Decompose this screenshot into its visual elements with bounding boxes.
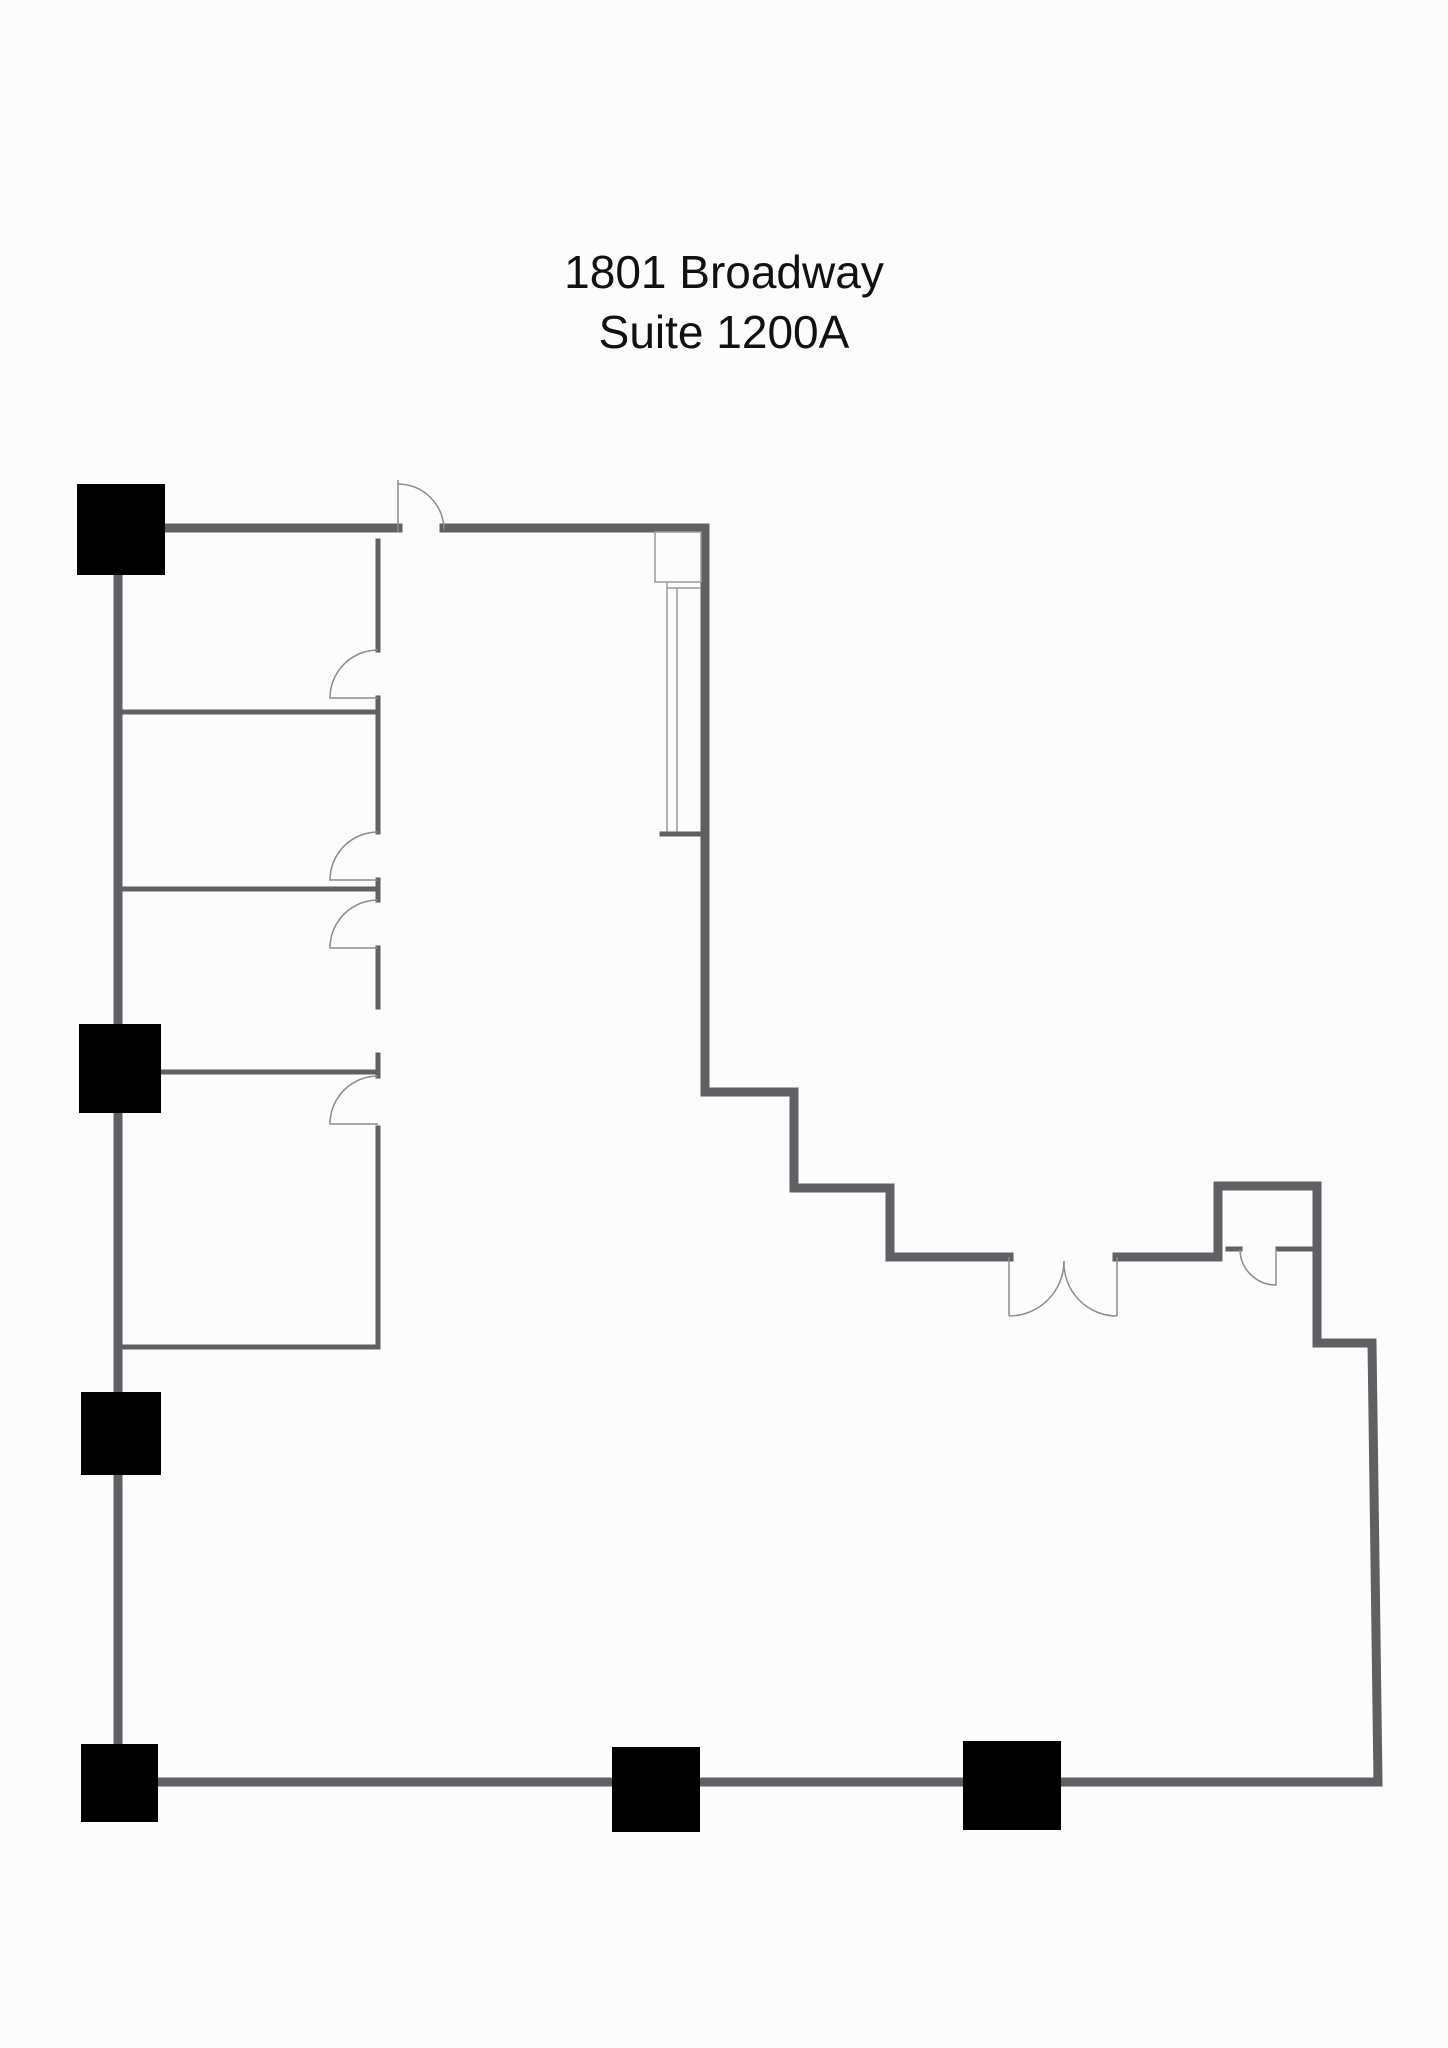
column [963,1741,1061,1830]
exterior-walls [113,523,1383,1787]
column [79,1024,161,1113]
door-swing [397,483,445,531]
office-walls [117,538,381,1350]
column [612,1747,700,1832]
closet-box [654,531,702,583]
door-swing [329,899,379,949]
suite-label: Suite 1200A [598,306,850,358]
door-swing [329,1075,379,1125]
door-swing [1239,1248,1277,1286]
exterior-wall [439,523,1014,1262]
storage-closet [654,531,706,837]
column [81,1744,158,1822]
exterior-wall [113,523,1383,1787]
structural-columns [77,484,1061,1832]
address-label: 1801 Broadway [564,246,884,298]
door-swing [1063,1260,1118,1317]
doors [329,480,1277,1317]
plan-title: 1801 Broadway Suite 1200A [0,242,1448,362]
door-swing [329,831,379,881]
door-swing [1008,1260,1065,1317]
column [81,1392,161,1475]
column [77,484,165,575]
door-swing [329,649,379,699]
